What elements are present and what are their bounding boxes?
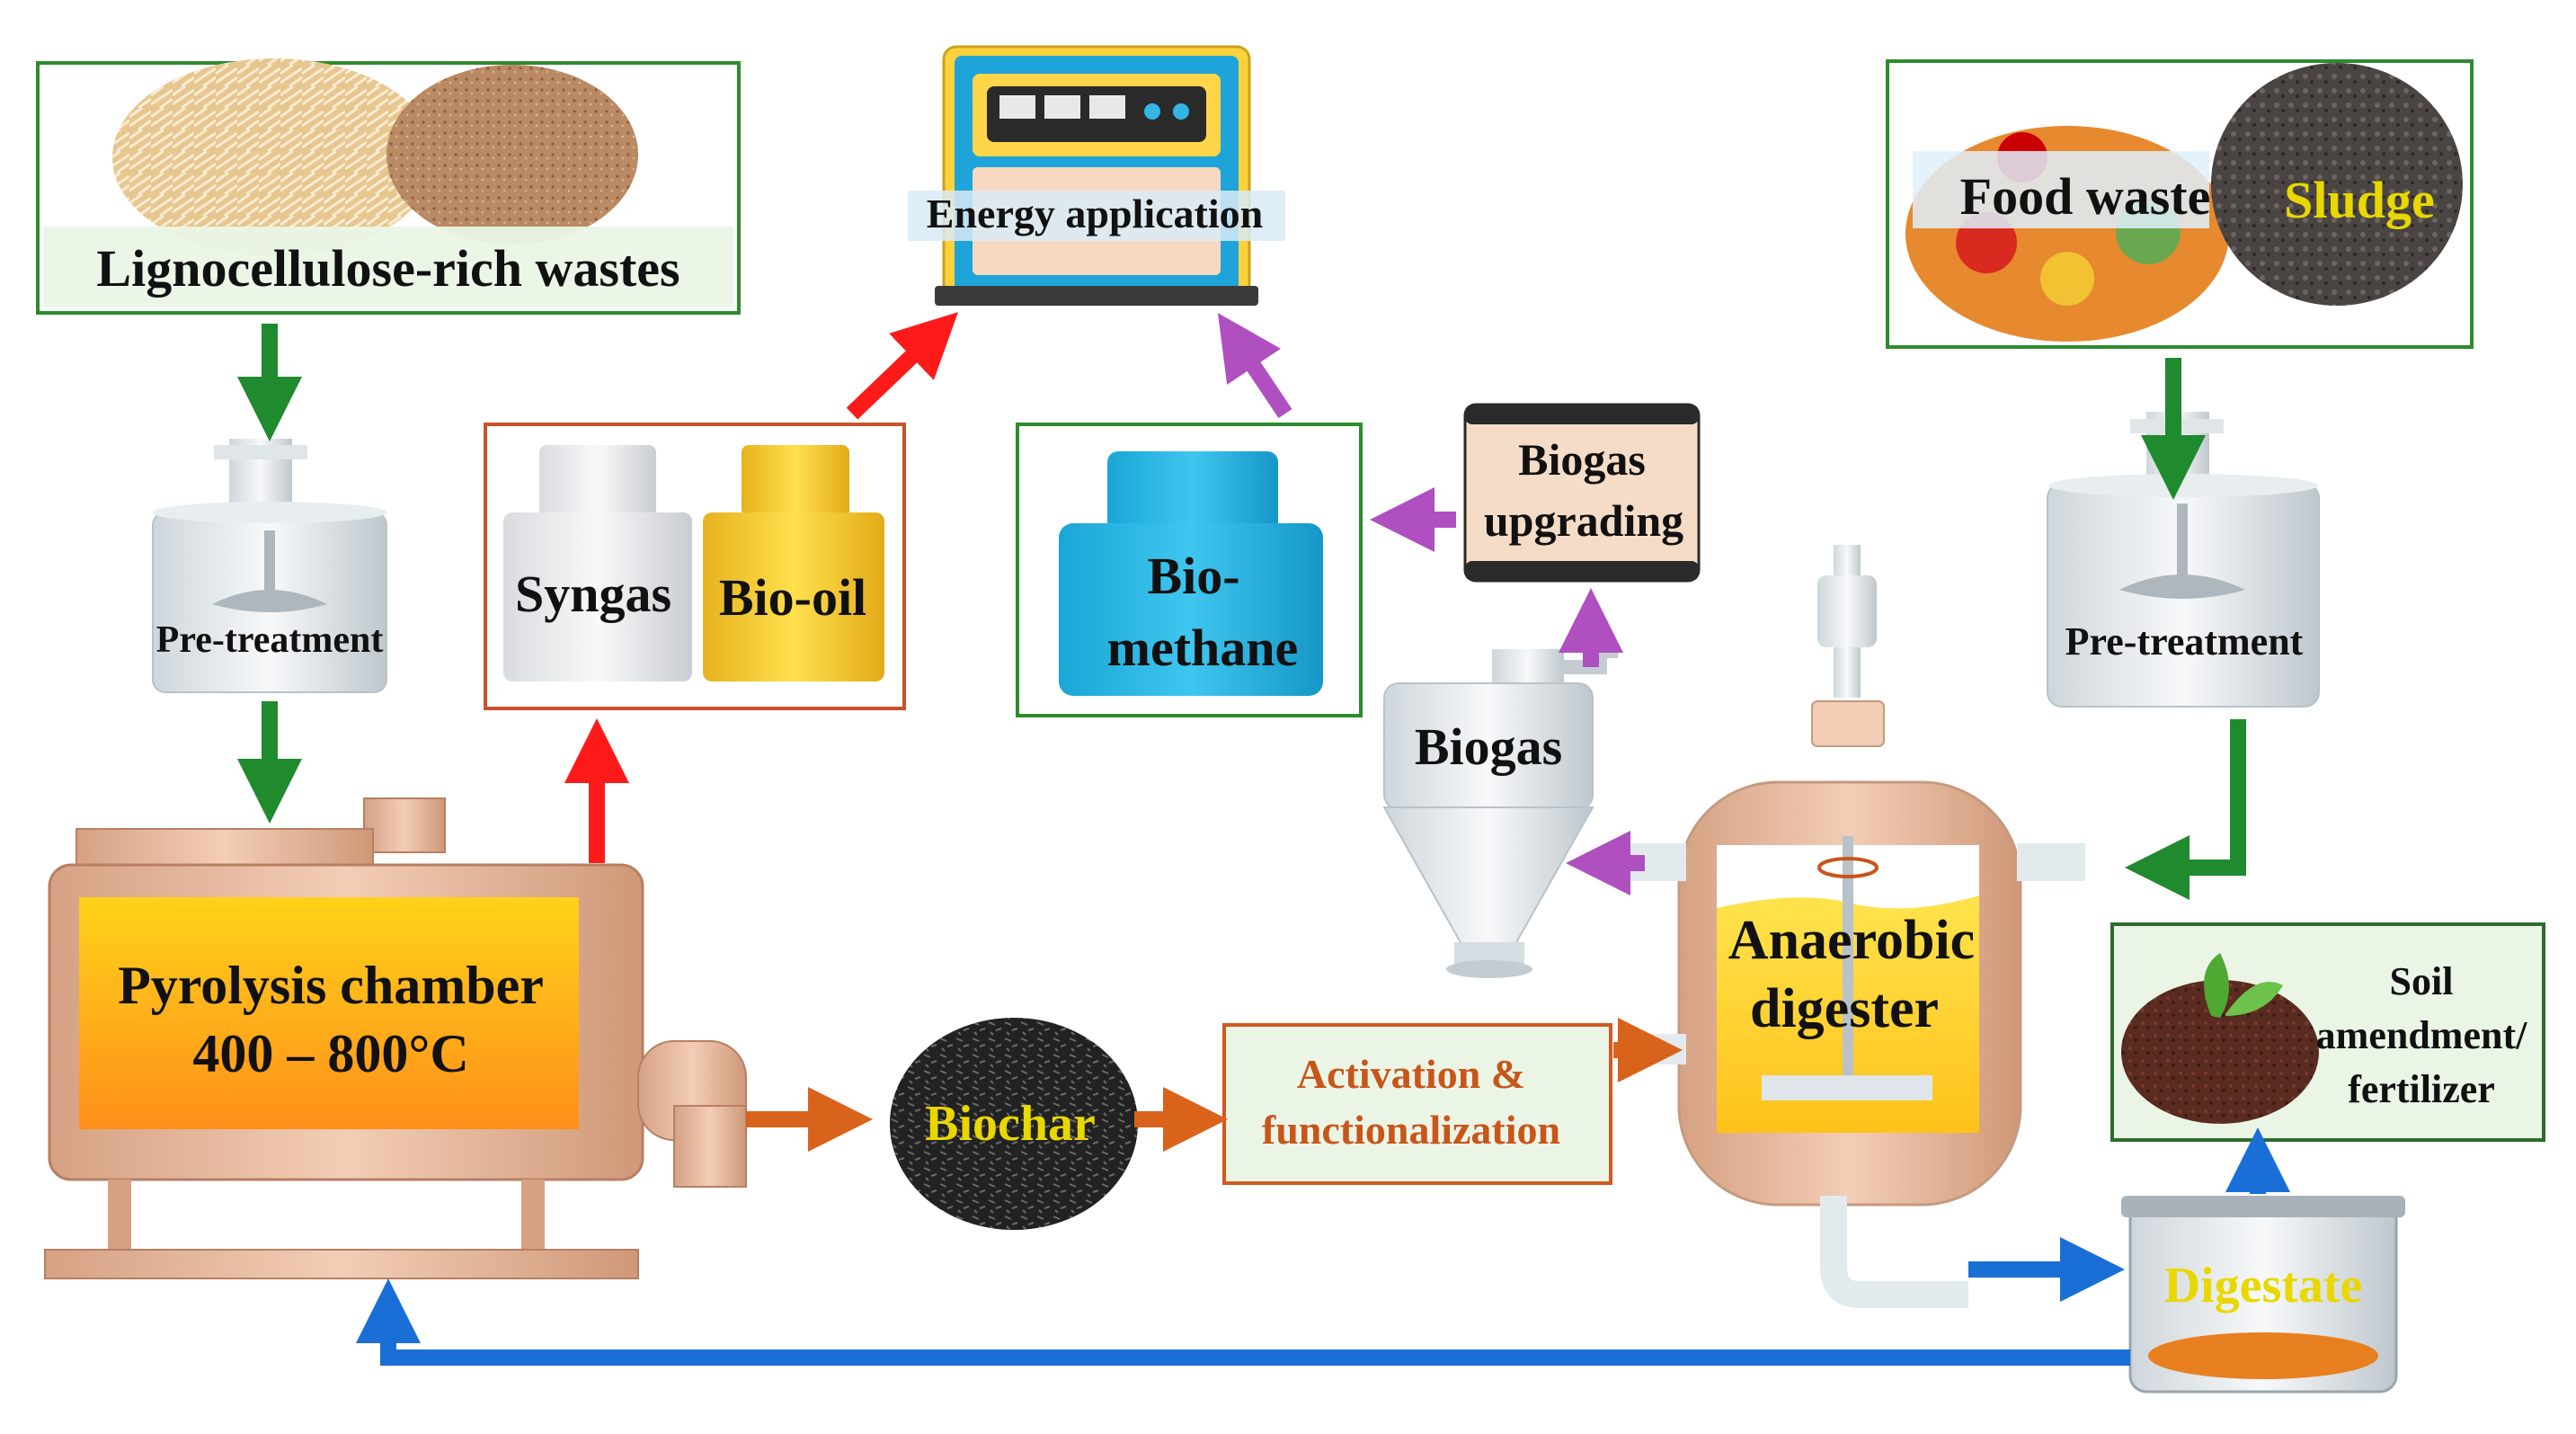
soil-label-line2: amendment/ <box>2316 1013 2527 1057</box>
digestate-label: Digestate <box>2164 1258 2363 1314</box>
lignocellulose-label: Lignocellulose-rich wastes <box>96 239 680 298</box>
anaerobic-label-line1: Anaerobic <box>1728 910 1975 971</box>
pretreatment-left-tank: Pre-treatment <box>152 439 387 693</box>
soil-label-line3: fertilizer <box>2348 1067 2495 1111</box>
biomethane-label-line2: methane <box>1107 619 1299 677</box>
pyrolysis-label-line2: 400 – 800°C <box>192 1024 468 1083</box>
pyrolysis-chamber: Pyrolysis chamber 400 – 800°C <box>44 797 747 1279</box>
syngas-biooil-box: Syngas Bio-oil <box>484 423 906 710</box>
biochar-pile: Biochar <box>890 1018 1138 1230</box>
arrow-pretreatment-to-digester <box>2125 719 2246 900</box>
activation-label-line2: functionalization <box>1262 1107 1560 1153</box>
pyrolysis-label-line1: Pyrolysis chamber <box>118 956 544 1015</box>
pretreatment-right-label: Pre-treatment <box>2065 619 2304 664</box>
straw-image <box>112 58 436 256</box>
pretreatment-left-label: Pre-treatment <box>156 619 384 661</box>
arrows <box>237 312 2290 1366</box>
biomethane-box: Bio- methane <box>1016 423 1363 717</box>
sludge-label: Sludge <box>2284 171 2435 229</box>
biogas-upgrading-label-line2: upgrading <box>1484 495 1683 546</box>
digestate-bin: Digestate <box>2121 1196 2405 1394</box>
arrow-digestate-to-pyrolysis <box>356 1278 2130 1366</box>
food-waste-label: Food waste <box>1960 167 2211 226</box>
lignocellulose-box: Lignocellulose-rich wastes <box>36 58 741 315</box>
biogas-upgrading-unit: Biogas upgrading <box>1463 403 1701 583</box>
biogas-tank: Biogas <box>1382 644 1618 978</box>
biooil-bottle <box>703 445 884 681</box>
pretreatment-right-tank: Pre-treatment <box>2047 412 2320 708</box>
biogas-label: Biogas <box>1415 717 1562 776</box>
biogas-upgrading-label-line1: Biogas <box>1518 434 1646 485</box>
sludge-image <box>2211 63 2463 306</box>
food-waste-sludge-box: Food waste Sludge <box>1886 59 2474 349</box>
anaerobic-label-line2: digester <box>1750 978 1939 1039</box>
energy-application-unit: Energy application <box>908 45 1285 306</box>
arrow-syngas-to-energy <box>846 312 959 420</box>
syngas-label: Syngas <box>515 565 671 623</box>
sawdust-image <box>386 65 638 245</box>
syngas-bottle <box>503 445 692 681</box>
activation-box: Activation & functionalization <box>1222 1023 1612 1185</box>
arrow-biomethane-to-energy <box>1217 313 1292 419</box>
soil-amendment-box: Soil amendment/ fertilizer <box>2110 922 2545 1142</box>
soil-image <box>2121 980 2319 1124</box>
anaerobic-digester: Anaerobic digester <box>1629 545 2085 1308</box>
biochar-label: Biochar <box>925 1096 1096 1152</box>
activation-label-line1: Activation & <box>1297 1051 1525 1097</box>
biomethane-label-line1: Bio- <box>1147 547 1239 605</box>
soil-label-line1: Soil <box>2390 959 2454 1003</box>
biooil-label: Bio-oil <box>719 568 866 627</box>
energy-application-label: Energy application <box>927 191 1263 236</box>
